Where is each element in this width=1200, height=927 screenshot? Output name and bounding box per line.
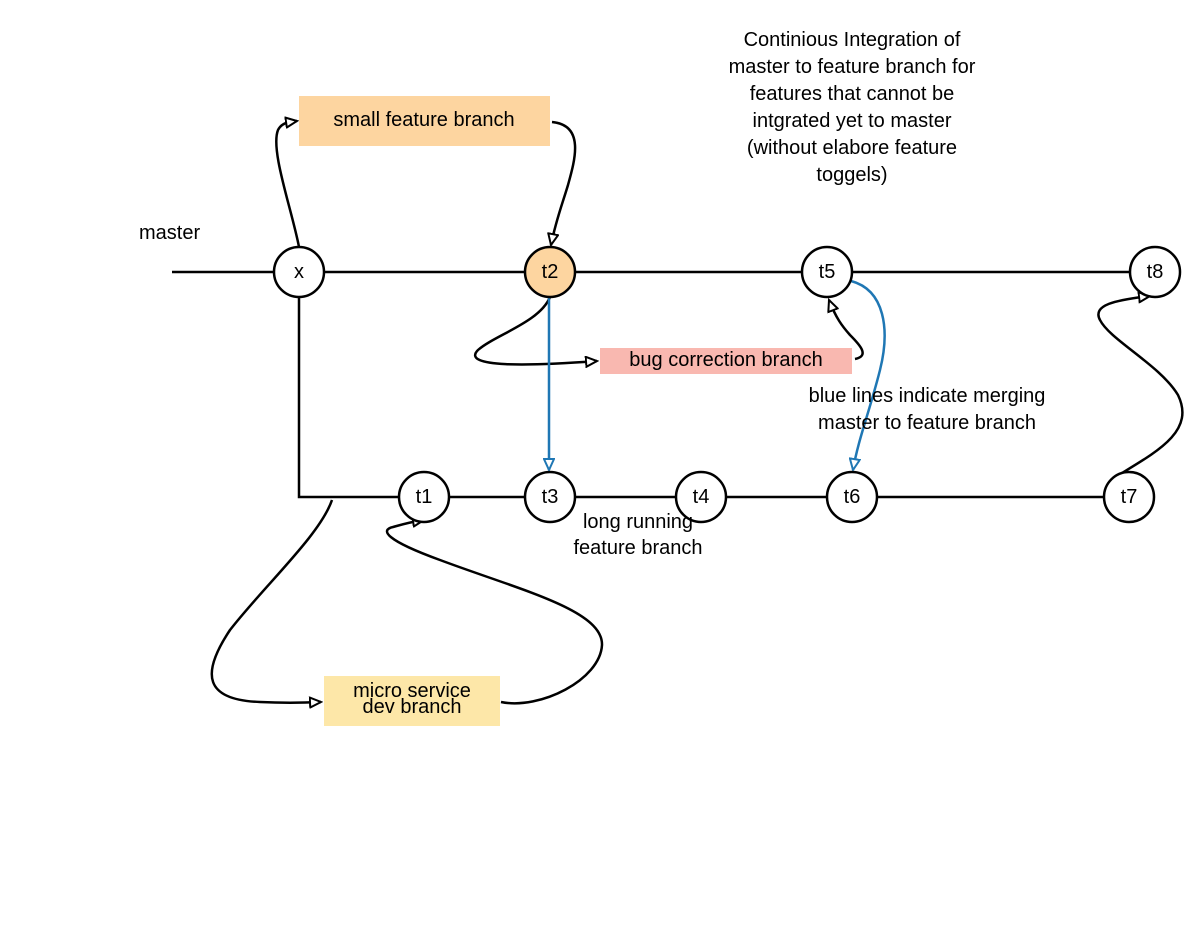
micro-service-label-line-2: dev branch: [363, 696, 462, 718]
long-running-label-line-2: feature branch: [574, 537, 703, 559]
bug-correction-branch-label: bug correction branch: [629, 349, 822, 371]
node-label: t2: [542, 261, 559, 283]
commit-node-t6[interactable]: t6: [825, 470, 879, 524]
commit-node-t4[interactable]: t4: [674, 470, 728, 524]
node-label: t3: [542, 486, 559, 508]
ci-note-line: (without elabore feature: [747, 137, 957, 159]
ci-note-line: master to feature branch for: [729, 56, 976, 78]
arrow-micro-service-to-t1: [385, 520, 604, 705]
small-feature-branch-box: [299, 96, 550, 146]
micro-service-label-line-1: micro service: [353, 680, 471, 702]
arrow-t2-to-bug-correction: [474, 296, 597, 364]
commit-node-t3[interactable]: t3: [523, 470, 577, 524]
commit-node-t1[interactable]: t1: [397, 470, 451, 524]
node-label: t7: [1121, 486, 1138, 508]
commit-node-t2[interactable]: t2: [523, 245, 577, 299]
bug-correction-branch-box: [600, 348, 852, 374]
node-label: t4: [693, 486, 710, 508]
arrow-small-feature-to-t2: [551, 120, 577, 245]
ci-note: Continious Integration of master to feat…: [729, 29, 976, 186]
ci-note-line: features that cannot be: [750, 83, 955, 105]
merge-line-t5-to-t6: [851, 279, 886, 470]
ci-note-line: Continious Integration of: [744, 29, 961, 51]
small-feature-branch-label: small feature branch: [333, 109, 514, 131]
commit-node-x[interactable]: x: [272, 245, 326, 299]
node-label: t5: [819, 261, 836, 283]
master-label: master: [139, 222, 200, 244]
commit-node-t5[interactable]: t5: [800, 245, 854, 299]
node-label: t8: [1147, 261, 1164, 283]
node-label: x: [294, 261, 304, 283]
blue-note-line-2: master to feature branch: [818, 412, 1036, 434]
commit-node-t7[interactable]: t7: [1102, 470, 1156, 524]
ci-note-line: toggels): [816, 164, 887, 186]
arrow-feature-to-micro-service: [210, 499, 334, 703]
node-label: t6: [844, 486, 861, 508]
arrow-x-to-small-feature: [275, 121, 301, 248]
arrow-t7-to-t8: [1097, 296, 1184, 475]
micro-service-branch-box: [324, 676, 500, 726]
long-running-label-line-1: long running: [583, 511, 693, 533]
blue-note-line-1: blue lines indicate merging: [809, 385, 1046, 407]
ci-note-line: intgrated yet to master: [753, 110, 952, 132]
node-label: t1: [416, 486, 433, 508]
arrow-bug-correction-to-t5: [829, 300, 864, 361]
commit-node-t8[interactable]: t8: [1128, 245, 1182, 299]
